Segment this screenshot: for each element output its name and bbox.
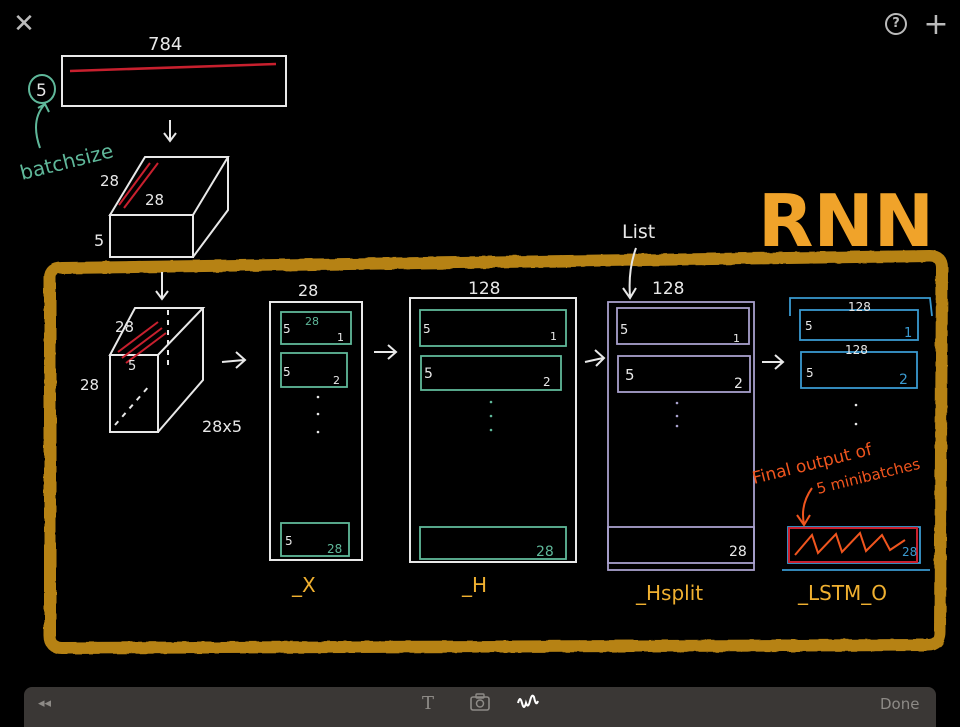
- down-arrow-1: [163, 120, 177, 143]
- x-width-label: 28: [298, 281, 318, 300]
- batch-arrow: [35, 102, 50, 149]
- x-row2-right: 2: [333, 374, 340, 387]
- lstm-row2-right: 2: [899, 372, 908, 388]
- lstm-column-name: _LSTM_O: [797, 581, 887, 605]
- add-button[interactable]: +: [922, 7, 950, 42]
- camera-button[interactable]: [470, 693, 490, 715]
- lstm-row3-right: 28: [902, 545, 917, 559]
- hsplit-row1-left: 5: [620, 323, 628, 338]
- arrow-to-hsplit: [584, 349, 606, 367]
- hsplit-row2-right: 2: [734, 376, 743, 392]
- close-button[interactable]: ✕: [10, 9, 38, 39]
- reshape-dim-a: 28: [100, 172, 119, 190]
- lstm-row1-left: 5: [805, 319, 813, 333]
- text-tool-button[interactable]: T: [422, 693, 435, 714]
- x-row3-left: 5: [285, 534, 293, 548]
- x-row3-right: 28: [327, 542, 342, 556]
- hsplit-width-label: 128: [652, 279, 684, 299]
- h-row1-right: 1: [550, 330, 557, 343]
- plus-icon: +: [923, 6, 949, 42]
- batch-circle: [28, 74, 56, 104]
- hsplit-row2-left: 5: [625, 366, 635, 384]
- hsplit-column-name: _Hsplit: [635, 581, 703, 605]
- x-row2-left: 5: [283, 365, 291, 379]
- done-button[interactable]: Done: [880, 695, 920, 713]
- reshape-depth: 5: [94, 231, 104, 250]
- rewind-button[interactable]: ◂◂: [38, 696, 52, 711]
- reshape-dim-b: 28: [145, 191, 164, 209]
- squiggle-pen-icon: [517, 694, 539, 708]
- arrow-to-lstm: [762, 354, 785, 370]
- x-row1-left: 5: [283, 322, 291, 336]
- hsplit-row1-right: 1: [733, 332, 740, 345]
- column-x: [269, 301, 363, 561]
- x-column-name: _X: [291, 573, 316, 597]
- lstm-row2-inner: 128: [845, 343, 868, 357]
- down-arrow-2: [155, 272, 169, 301]
- hsplit-row3-right: 28: [729, 544, 747, 560]
- input-vector: 784: [61, 34, 287, 107]
- help-icon: ?: [885, 13, 907, 35]
- h-width-label: 128: [468, 279, 500, 299]
- column-h: [409, 297, 577, 563]
- x-row1-right: 1: [337, 331, 344, 344]
- close-icon: ✕: [13, 9, 35, 39]
- transposed-dim-a: 28: [115, 318, 134, 336]
- help-button[interactable]: ?: [882, 10, 910, 38]
- pen-tool-button[interactable]: [516, 693, 540, 716]
- h-row2-left: 5: [424, 366, 433, 382]
- column-hsplit: [607, 301, 755, 571]
- arrow-to-x: [221, 351, 247, 369]
- rnn-frame: [44, 249, 949, 655]
- lstm-row2-left: 5: [806, 366, 814, 380]
- bottom-toolbar: ◂◂ T Done: [24, 687, 936, 727]
- diagram-title: RNN: [758, 179, 934, 263]
- input-width-label: 784: [148, 34, 182, 55]
- list-annotation: List: [622, 221, 655, 243]
- transposed-shape-label: 28x5: [202, 417, 242, 436]
- reshaped-block: [108, 156, 230, 258]
- lstm-row1-inner: 128: [848, 300, 871, 314]
- final-arrow: [796, 487, 813, 527]
- h-row3-right: 28: [536, 544, 554, 560]
- h-row1-left: 5: [423, 322, 431, 336]
- lstm-row1-right: 1: [904, 326, 912, 341]
- batch-label: 5: [36, 81, 47, 101]
- list-arrow: [622, 247, 637, 300]
- h-column-name: _H: [461, 573, 487, 597]
- h-row2-right: 2: [543, 375, 551, 389]
- transposed-height: 28: [80, 376, 99, 394]
- x-row1-inner: 28: [305, 315, 319, 328]
- camera-icon: [470, 693, 490, 711]
- column-lstm-output: [782, 297, 933, 571]
- transposed-block: [108, 307, 206, 433]
- arrow-to-h: [374, 344, 398, 360]
- transposed-dim-b: 5: [128, 359, 136, 374]
